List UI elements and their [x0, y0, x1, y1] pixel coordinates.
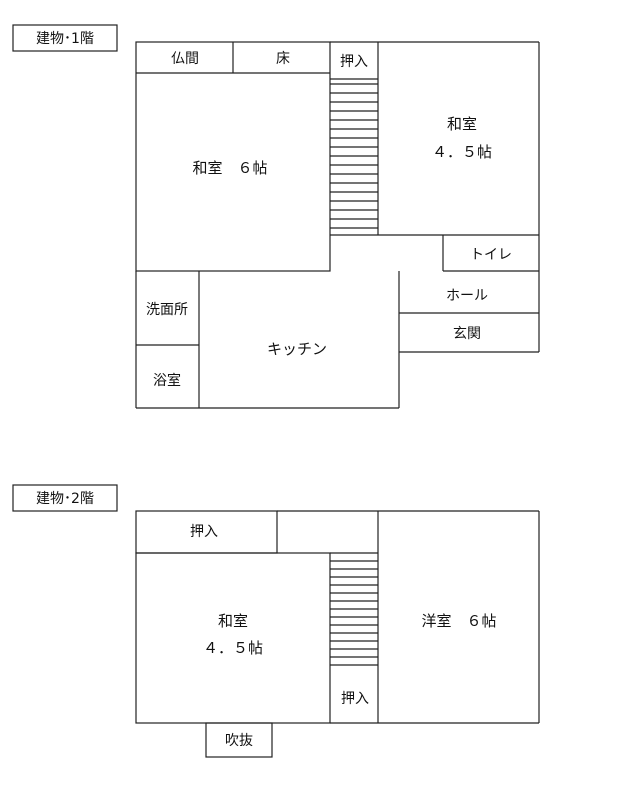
room2-washitsu45-size: ４．５帖 — [203, 639, 263, 657]
room-senmenjo-label: 洗面所 — [146, 302, 188, 318]
room-oshiire-label: 押入 — [340, 54, 368, 70]
room-washitsu45-size: ４．５帖 — [432, 143, 492, 161]
room-toko-label: 床 — [276, 51, 290, 67]
room2-oshiire-top-label: 押入 — [190, 524, 218, 540]
room-genkan-label: 玄関 — [453, 325, 481, 342]
floor2-washitsu-block — [135, 552, 331, 724]
room-yokushitsu-label: 浴室 — [153, 372, 181, 389]
floor1-title-box — [12, 24, 118, 52]
room-washitsu45-name: 和室 — [447, 115, 477, 133]
floor2-title-box — [12, 484, 118, 512]
floor2-fukinuke-box — [205, 722, 273, 758]
floor1-title: 建物･1階 — [36, 31, 94, 47]
room-toilet-label: トイレ — [470, 247, 512, 263]
room2-fukinuke-label: 吹抜 — [225, 733, 253, 749]
floor1-stairs — [330, 83, 378, 236]
room2-washitsu45-name: 和室 — [218, 612, 248, 630]
floor2-title: 建物･2階 — [36, 491, 94, 507]
room2-oshiire-bottom-label: 押入 — [341, 691, 369, 707]
floor2-stairs — [330, 560, 378, 666]
room2-yoshitsu6-label: 洋室 ６帖 — [421, 612, 496, 630]
room-washitsu6-label: 和室 ６帖 — [192, 159, 267, 177]
room-hall-label: ホール — [446, 288, 488, 304]
room-kitchen-label: キッチン — [267, 340, 327, 358]
room-butsuma-label: 仏間 — [171, 51, 199, 67]
floor1-upper-left-block — [135, 41, 331, 272]
